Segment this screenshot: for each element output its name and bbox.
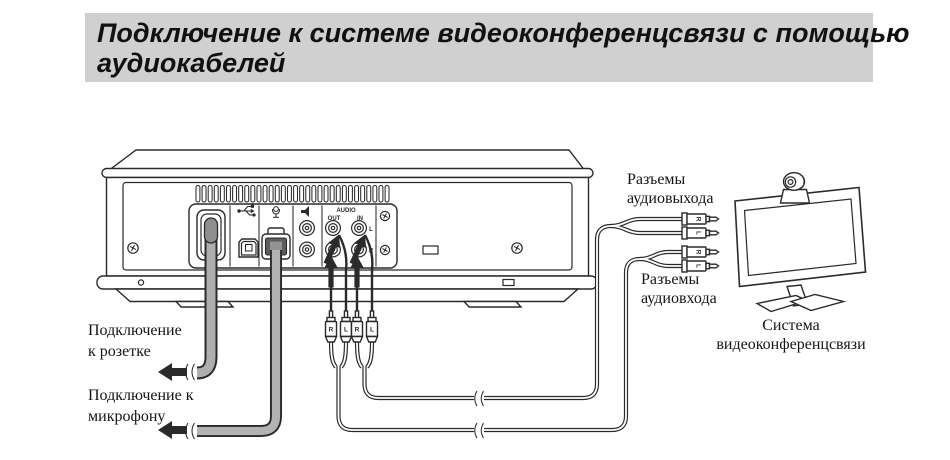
- webcam-icon: [779, 171, 811, 204]
- section-title-line2: аудиокабелей: [97, 48, 286, 78]
- microphone-icon: [272, 206, 280, 218]
- speaker-jacks: [299, 220, 316, 258]
- base-detail-left: [137, 279, 145, 286]
- svg-text:L: L: [694, 264, 701, 268]
- outlet-label-line1: Подключение: [88, 322, 182, 339]
- device-lid-edge: [101, 167, 594, 179]
- svg-text:R: R: [355, 327, 360, 334]
- cable-runs: [328, 216, 684, 433]
- audio-input-label-line1: Разъемы: [641, 271, 700, 288]
- rca-plugs-output-pair: R L: [681, 212, 720, 240]
- microphone-label-line1: Подключение к: [88, 387, 194, 404]
- security-slot: [422, 245, 439, 255]
- svg-text:R: R: [694, 250, 701, 255]
- rca-plugs-hanging: R L R L: [324, 310, 379, 343]
- system-label-line1: Система: [762, 317, 820, 334]
- audio-in-label: IN: [357, 216, 363, 222]
- outlet-label-line2: к розетке: [88, 343, 151, 360]
- audio-cables: R L R L: [320, 212, 720, 439]
- speaker-icon: [301, 206, 309, 217]
- svg-text:L: L: [344, 327, 348, 334]
- monitor-frame: [734, 186, 867, 288]
- device-foot-right: [462, 300, 523, 308]
- callout-labels: Разъемы аудиовыхода Разъемы аудиовхода С…: [88, 171, 866, 425]
- system-label-line2: видеоконференцсвязи: [716, 336, 866, 353]
- vent-grille: [195, 184, 390, 203]
- panel-screw-bottom: [379, 244, 391, 256]
- usb-port: [238, 238, 259, 258]
- monitor-stand-leg-right: [788, 293, 847, 312]
- power-cable: [183, 217, 219, 383]
- device-rear-face: [122, 181, 573, 271]
- svg-text:L: L: [694, 231, 701, 235]
- power-plug: [203, 217, 219, 244]
- rca-plug: L: [339, 310, 353, 343]
- section-title-bar: Подключение к системе видеоконференцсвяз…: [85, 13, 910, 82]
- usb-icon: [237, 204, 256, 217]
- audio-out-label: OUT: [328, 216, 341, 222]
- rca-plug: L: [681, 226, 720, 240]
- rca-plug: R: [681, 212, 720, 226]
- monitor-screen: [743, 198, 857, 277]
- arrow-left-outlet-icon: [158, 363, 187, 381]
- audio-label: AUDIO: [336, 208, 356, 214]
- body-screw-left: [127, 242, 139, 254]
- svg-text:R: R: [694, 217, 701, 222]
- rca-plugs-input-pair: R L: [681, 245, 720, 273]
- microphone-cable: [183, 250, 282, 442]
- device-top-face: [107, 149, 586, 171]
- audio-output-label-line1: Разъемы: [627, 171, 686, 188]
- svg-text:L: L: [370, 327, 374, 334]
- audio-input-label-line2: аудиовхода: [641, 290, 717, 307]
- arrow-left-microphone-icon: [158, 421, 187, 439]
- rca-plug: R: [681, 245, 720, 259]
- body-screw-right: [511, 242, 523, 254]
- panel-screw-top: [379, 210, 391, 222]
- svg-text:R: R: [329, 327, 334, 334]
- jack-l-label: L: [369, 227, 373, 233]
- rca-plug: L: [681, 259, 720, 273]
- rca-plug: R: [324, 310, 338, 343]
- base-detail-right: [502, 278, 515, 287]
- video-conference-system: [734, 171, 867, 313]
- audio-output-label-line2: аудиовыхода: [627, 190, 713, 207]
- rca-plug: L: [365, 310, 379, 343]
- speakerphone-device: AUDIO OUT IN L R: [96, 149, 598, 308]
- rca-plug: R: [350, 310, 364, 343]
- cable-break-icons: [474, 390, 484, 439]
- microphone-label-line2: микрофону: [88, 408, 165, 425]
- section-title-line1: Подключение к системе видеоконференцсвяз…: [97, 18, 910, 48]
